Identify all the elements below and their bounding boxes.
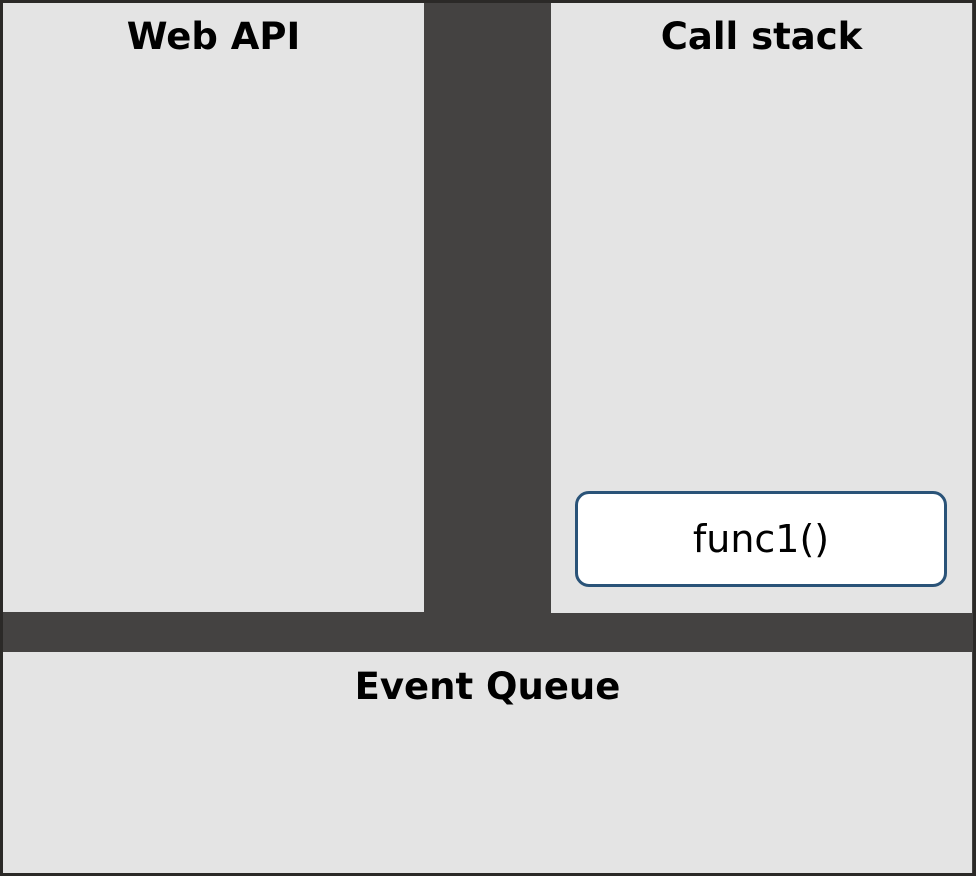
event-queue-panel: Event Queue bbox=[3, 652, 972, 873]
web-api-panel: Web API bbox=[3, 3, 424, 612]
call-stack-panel: Call stack func1() bbox=[551, 3, 972, 613]
call-stack-panel-title: Call stack bbox=[660, 15, 863, 58]
call-stack-frame-func1[interactable]: func1() bbox=[575, 491, 947, 587]
web-api-panel-title: Web API bbox=[126, 15, 301, 58]
call-stack-frame-label: func1() bbox=[692, 517, 830, 561]
event-queue-panel-title: Event Queue bbox=[354, 665, 621, 708]
